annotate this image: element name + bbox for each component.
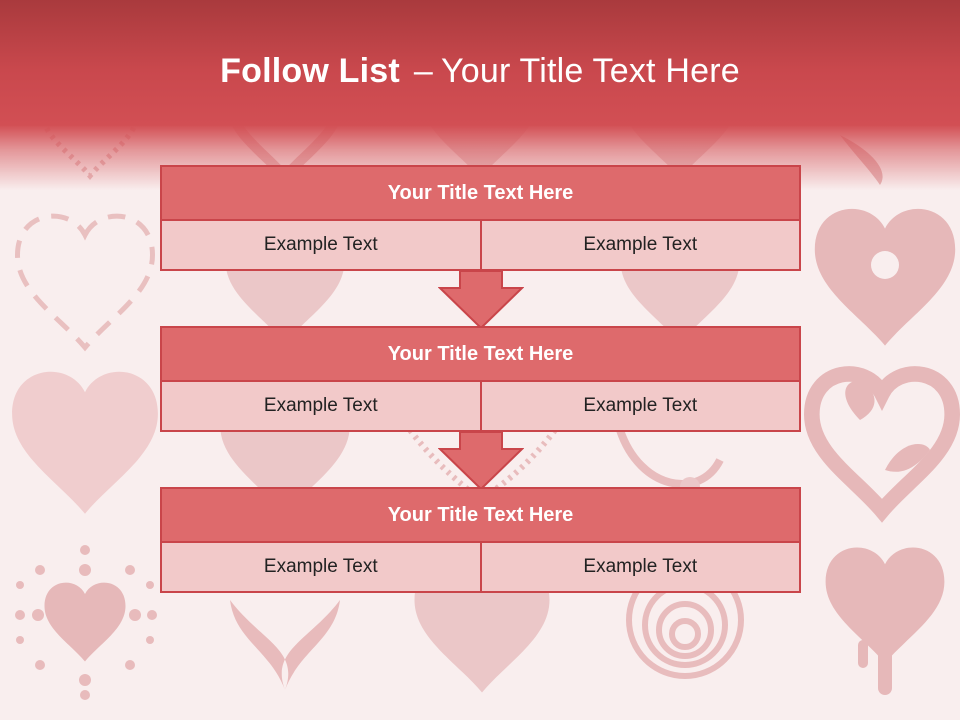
- step-block-2: Your Title Text Here Example Text Exampl…: [160, 326, 801, 432]
- step-1-left-text: Example Text: [160, 221, 482, 271]
- step-block-3: Your Title Text Here Example Text Exampl…: [160, 487, 801, 593]
- step-block-1: Your Title Text Here Example Text Exampl…: [160, 165, 801, 271]
- step-row-1: Example Text Example Text: [160, 221, 801, 271]
- slide-title-bold: Follow List: [220, 52, 400, 90]
- step-title-2: Your Title Text Here: [160, 326, 801, 382]
- step-3-left-text: Example Text: [160, 543, 482, 593]
- slide-title-rest: Your Title Text Here: [441, 52, 740, 90]
- down-arrow-icon: [438, 431, 524, 491]
- down-arrow-icon: [438, 270, 524, 330]
- step-3-right-text: Example Text: [481, 543, 801, 593]
- step-2-right-text: Example Text: [481, 382, 801, 432]
- step-2-left-text: Example Text: [160, 382, 482, 432]
- slide-title: Follow List–Your Title Text Here: [0, 52, 960, 91]
- step-1-right-text: Example Text: [481, 221, 801, 271]
- step-row-3: Example Text Example Text: [160, 543, 801, 593]
- slide-title-dash: –: [413, 52, 434, 90]
- slide-header: [0, 0, 960, 190]
- step-row-2: Example Text Example Text: [160, 382, 801, 432]
- step-title-3: Your Title Text Here: [160, 487, 801, 543]
- step-title-1: Your Title Text Here: [160, 165, 801, 221]
